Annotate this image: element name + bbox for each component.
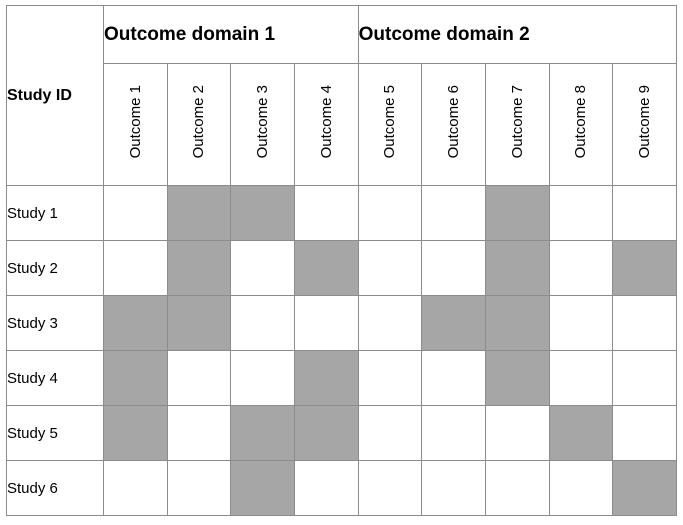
outcome-header: Outcome 1 — [103, 63, 168, 186]
matrix-cell-filled — [484, 185, 550, 241]
matrix-cell-empty — [103, 240, 168, 296]
matrix-cell-empty — [166, 460, 232, 516]
study-row: Study 6 — [6, 460, 677, 516]
matrix-cell-empty — [612, 405, 677, 461]
matrix-cell-empty — [548, 460, 614, 516]
study-row: Study 4 — [6, 350, 677, 406]
matrix-cell-filled — [103, 350, 168, 406]
matrix-cell-empty — [357, 350, 423, 406]
matrix-cell-empty — [357, 405, 423, 461]
study-label: Study 5 — [6, 405, 104, 461]
matrix-cell-filled — [484, 295, 550, 351]
matrix-cell-filled — [166, 240, 232, 296]
matrix-cell-empty — [230, 240, 295, 296]
matrix-cell-filled — [293, 240, 359, 296]
matrix-cell-empty — [612, 350, 677, 406]
matrix-cell-empty — [357, 240, 423, 296]
outcome-header: Outcome 9 — [612, 63, 677, 186]
outcome-header: Outcome 7 — [484, 63, 550, 186]
matrix-cell-filled — [103, 405, 168, 461]
matrix-cell-empty — [484, 460, 550, 516]
domain-header-1: Outcome domain 1 — [103, 5, 359, 64]
study-label: Study 3 — [6, 295, 104, 351]
study-row: Study 2 — [6, 240, 677, 296]
matrix-cell-empty — [357, 460, 423, 516]
matrix-cell-empty — [293, 295, 359, 351]
matrix-cell-filled — [293, 350, 359, 406]
matrix-cell-filled — [293, 405, 359, 461]
matrix-cell-empty — [421, 405, 486, 461]
outcome-label: Outcome 9 — [636, 85, 654, 159]
matrix-cell-filled — [230, 460, 295, 516]
matrix-cell-filled — [103, 295, 168, 351]
study-id-header: Study ID — [6, 5, 104, 186]
matrix-cell-filled — [548, 405, 614, 461]
study-row: Study 5 — [6, 405, 677, 461]
matrix-cell-filled — [166, 185, 232, 241]
matrix-cell-empty — [612, 295, 677, 351]
matrix-cell-empty — [166, 405, 232, 461]
matrix-cell-empty — [293, 460, 359, 516]
matrix-cell-filled — [484, 240, 550, 296]
outcome-label: Outcome 5 — [381, 85, 399, 159]
matrix-cell-filled — [612, 460, 677, 516]
matrix-cell-empty — [548, 185, 614, 241]
matrix-cell-empty — [230, 350, 295, 406]
study-label: Study 6 — [6, 460, 104, 516]
outcome-label: Outcome 6 — [445, 85, 463, 159]
matrix-cell-empty — [293, 185, 359, 241]
matrix-cell-filled — [230, 185, 295, 241]
outcome-label: Outcome 3 — [254, 85, 272, 159]
matrix-cell-empty — [548, 350, 614, 406]
outcome-matrix-table: Study ID Outcome domain 1 Outcome domain… — [6, 5, 678, 516]
outcome-label: Outcome 1 — [126, 85, 144, 159]
outcome-header: Outcome 2 — [166, 63, 232, 186]
matrix-cell-empty — [548, 240, 614, 296]
outcome-label: Outcome 2 — [190, 85, 208, 159]
matrix-cell-filled — [421, 295, 486, 351]
study-label: Study 1 — [6, 185, 104, 241]
matrix-cell-filled — [484, 350, 550, 406]
outcome-header: Outcome 3 — [230, 63, 295, 186]
study-row: Study 1 — [6, 185, 677, 241]
outcome-header: Outcome 4 — [293, 63, 359, 186]
matrix-cell-filled — [166, 295, 232, 351]
outcome-header: Outcome 6 — [421, 63, 486, 186]
study-label: Study 4 — [6, 350, 104, 406]
matrix-cell-empty — [421, 240, 486, 296]
matrix-cell-empty — [230, 295, 295, 351]
matrix-cell-empty — [548, 295, 614, 351]
matrix-cell-empty — [103, 460, 168, 516]
matrix-cell-filled — [612, 240, 677, 296]
matrix-cell-empty — [357, 185, 423, 241]
domain-header-2: Outcome domain 2 — [357, 5, 678, 64]
outcome-label: Outcome 7 — [508, 85, 526, 159]
matrix-cell-filled — [230, 405, 295, 461]
matrix-cell-empty — [421, 460, 486, 516]
study-label: Study 2 — [6, 240, 104, 296]
matrix-cell-empty — [166, 350, 232, 406]
matrix-cell-empty — [484, 405, 550, 461]
outcome-header: Outcome 8 — [548, 63, 614, 186]
outcome-header: Outcome 5 — [357, 63, 423, 186]
study-row: Study 3 — [6, 295, 677, 351]
matrix-cell-empty — [421, 350, 486, 406]
matrix-cell-empty — [103, 185, 168, 241]
outcome-header-row: Outcome 1 Outcome 2 Outcome 3 Outcome 4 … — [7, 63, 677, 186]
outcome-label: Outcome 4 — [317, 85, 335, 159]
domain-header-row: Study ID Outcome domain 1 Outcome domain… — [6, 5, 678, 186]
matrix-cell-empty — [421, 185, 486, 241]
outcome-label: Outcome 8 — [572, 85, 590, 159]
matrix-cell-empty — [357, 295, 423, 351]
matrix-cell-empty — [612, 185, 677, 241]
